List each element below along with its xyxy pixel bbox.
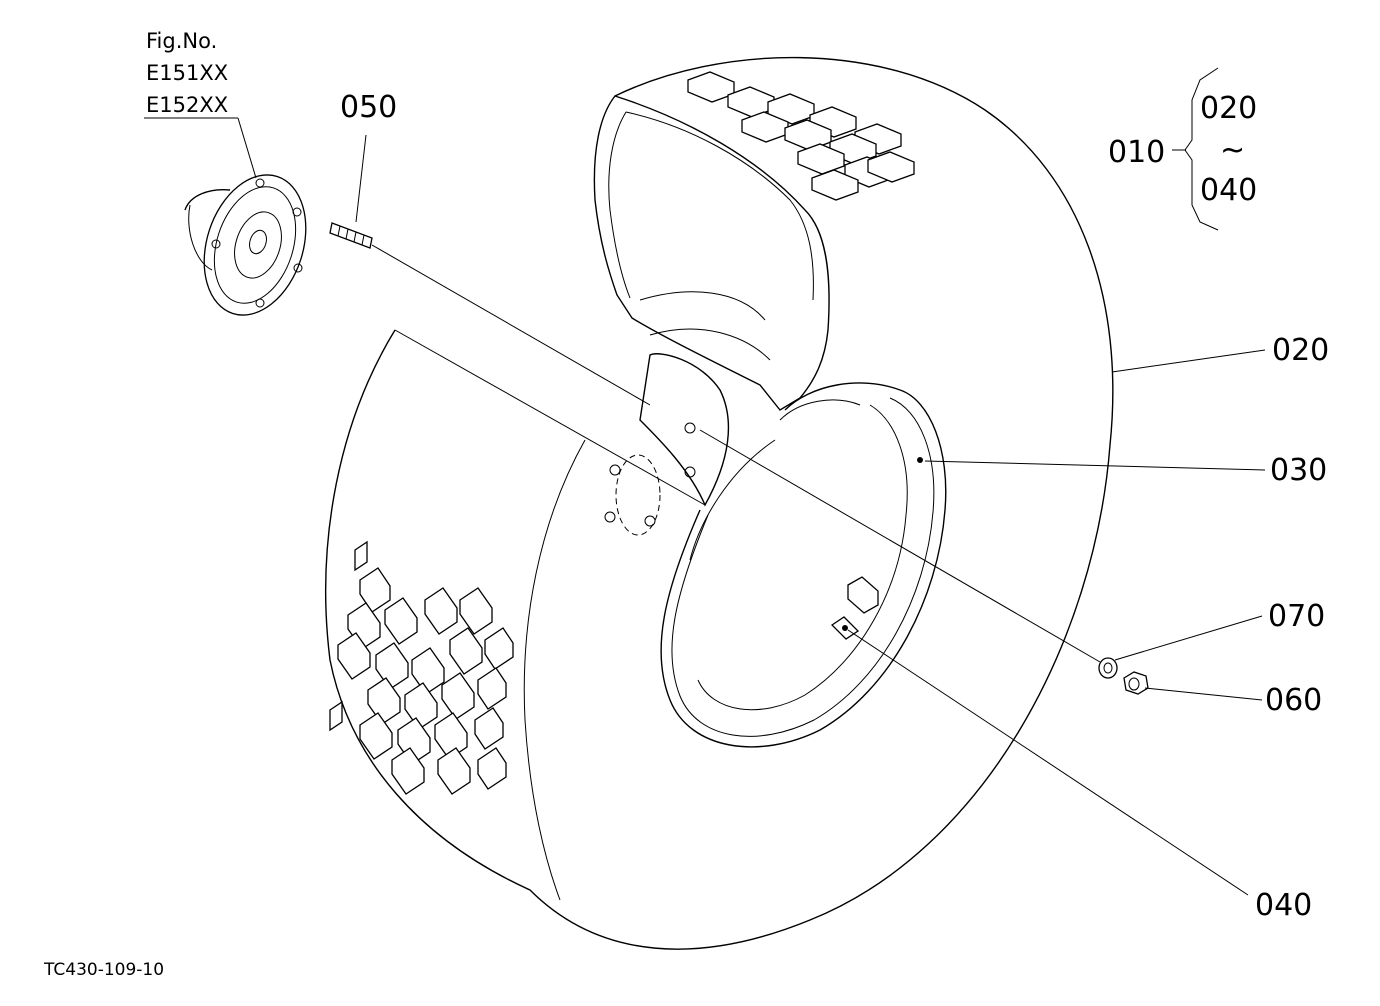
callout-020-range: 020: [1200, 91, 1257, 126]
callout-040: 040: [1255, 888, 1312, 923]
callout-050: 050: [340, 90, 397, 125]
drawing-code: TC430-109-10: [43, 960, 164, 980]
callout-tilde: ~: [1220, 133, 1245, 168]
callout-060: 060: [1265, 683, 1322, 718]
callout-020: 020: [1272, 333, 1329, 368]
stud-bolt: [329, 222, 373, 249]
washer: [1098, 657, 1118, 679]
wheel-rim: [604, 353, 947, 748]
tread-blocks-top: [687, 71, 915, 201]
callout-030: 030: [1270, 453, 1327, 488]
fig-number-1: E151XX: [146, 61, 228, 85]
part-callouts: 050 010 020 ~ 040 020 030 070 060 040: [340, 90, 1329, 923]
leader-lines: [144, 67, 1266, 896]
nut: [1123, 671, 1149, 695]
tread-blocks-side: [329, 540, 514, 795]
fig-no-label: Fig.No.: [146, 29, 217, 53]
callout-070: 070: [1268, 599, 1325, 634]
fig-number-2: E152XX: [146, 93, 228, 117]
tire: [325, 56, 1114, 950]
figure-number-block: Fig.No. E151XX E152XX: [146, 29, 228, 117]
callout-040-range: 040: [1200, 173, 1257, 208]
wheel-hub: [184, 174, 307, 316]
callout-010: 010: [1108, 135, 1165, 170]
tire-valve: [830, 576, 879, 640]
